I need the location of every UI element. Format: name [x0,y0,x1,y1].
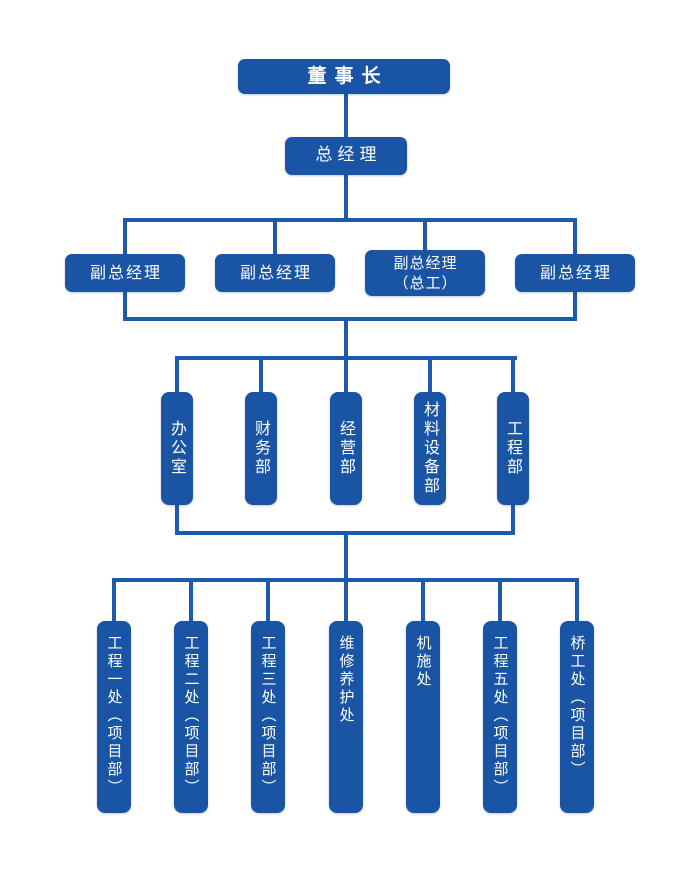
machinery-division-label: 机施处 [414,635,433,689]
connector-level3-drop-2 [273,220,277,256]
deputy-gm-2-label: 副总经理 [239,263,312,282]
node-general-office: 办公室 [161,392,193,505]
connector-level4-drop-1 [175,358,179,394]
connector-center-trunk-3 [344,535,348,582]
deputy-gm-4-label: 副总经理 [539,263,612,282]
node-engineering-dept: 工程部 [497,392,529,505]
connector-level4-down-left [175,504,179,535]
node-materials-equipment-dept: 材料设备部 [414,392,446,505]
connector-level4-drop-3 [344,358,348,394]
connector-level5-drop-6 [498,580,502,622]
connector-level5-drop-5 [421,580,425,622]
node-engineering-division-2: 工程二处（项目部） [174,621,208,813]
connector-level4-down-right [511,504,515,535]
connector-level4-drop-2 [259,358,263,394]
node-maintenance-division: 维修养护处 [329,621,363,813]
deputy-gm-3-label: 副总经理 [393,253,458,272]
node-bridge-works-division: 桥工处（项目部） [560,621,594,813]
engineering-division-1-label: 工程一处（项目部） [105,635,124,797]
connector-level4-collector [175,531,515,535]
connector-level3-down-left [123,291,127,321]
engineering-division-3-label: 工程三处（项目部） [259,635,278,797]
node-deputy-gm-4: 副总经理 [515,254,635,292]
connector-level3-down-right [573,291,577,321]
node-engineering-division-5: 工程五处（项目部） [483,621,517,813]
connector-level3-collector [123,317,577,321]
node-operations-dept: 经营部 [330,392,362,505]
general-manager-label: 总经理 [315,145,382,166]
engineering-division-5-label: 工程五处（项目部） [491,635,510,797]
connector-level3-drop-3 [423,220,427,252]
connector-level5-drop-7 [575,580,579,622]
node-engineering-division-3: 工程三处（项目部） [251,621,285,813]
node-finance-dept: 财务部 [245,392,277,505]
node-deputy-gm-1: 副总经理 [65,254,185,292]
deputy-gm-1-label: 副总经理 [89,263,162,282]
connector-level3-bus [123,218,577,222]
engineering-division-2-label: 工程二处（项目部） [182,635,201,797]
materials-equipment-dept-label: 材料设备部 [421,401,440,496]
chairman-label: 董事长 [307,64,389,87]
finance-dept-label: 财务部 [252,420,271,477]
connector-level3-drop-4 [573,220,577,256]
connector-gm-trunk [344,174,348,220]
node-deputy-gm-2: 副总经理 [215,254,335,292]
connector-level5-drop-1 [112,580,116,622]
node-deputy-gm-chief-engineer: 副总经理 （总工） [365,250,485,296]
maintenance-division-label: 维修养护处 [337,635,356,725]
deputy-gm-3-sublabel: （总工） [393,274,458,292]
connector-level5-drop-4 [344,580,348,622]
connector-level5-drop-3 [266,580,270,622]
node-chairman: 董事长 [238,59,450,94]
connector-level3-drop-1 [123,220,127,256]
connector-level4-drop-5 [511,358,515,394]
connector-center-trunk-2 [344,321,348,358]
engineering-dept-label: 工程部 [504,420,523,477]
node-engineering-division-1: 工程一处（项目部） [97,621,131,813]
connector-level4-drop-4 [428,358,432,394]
general-office-label: 办公室 [168,420,187,477]
bridge-works-division-label: 桥工处（项目部） [568,635,587,779]
connector-chairman-gm [344,93,348,138]
node-general-manager: 总经理 [285,137,407,175]
connector-level5-drop-2 [189,580,193,622]
operations-dept-label: 经营部 [337,420,356,477]
node-machinery-division: 机施处 [406,621,440,813]
